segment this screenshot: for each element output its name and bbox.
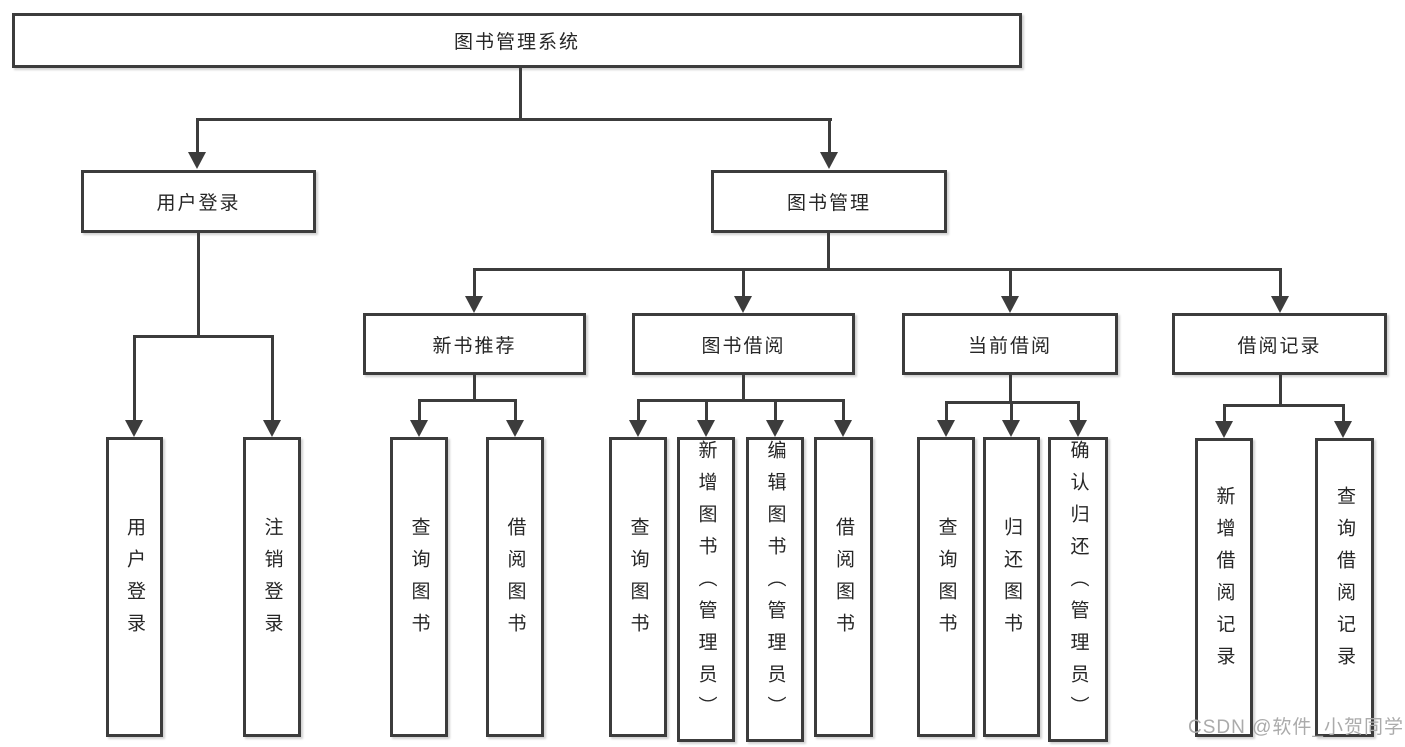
node-library-system: 图书管理系统: [12, 13, 1022, 68]
connector-line: [774, 399, 777, 422]
connector-line: [742, 268, 745, 298]
leaf-label: 编辑图书（管理员）: [764, 439, 786, 728]
connector-line: [473, 268, 1281, 271]
connector-line: [637, 399, 640, 422]
arrow-down-icon: [263, 420, 281, 437]
arrow-down-icon: [937, 420, 955, 437]
connector-line: [519, 67, 522, 120]
leaf-add-book-admin: 新增图书（管理员）: [677, 437, 735, 742]
leaf-borrow-books-recommend: 借阅图书: [486, 437, 544, 737]
connector-line: [637, 399, 845, 402]
connector-line: [514, 399, 517, 422]
arrow-down-icon: [1069, 420, 1087, 437]
arrow-down-icon: [1002, 420, 1020, 437]
connector-line: [827, 233, 830, 271]
connector-line: [271, 335, 274, 421]
node-label: 新书推荐: [432, 335, 517, 357]
leaf-query-books-recommend: 查询图书: [390, 437, 448, 737]
connector-line: [473, 375, 476, 401]
leaf-label: 查询图书: [627, 517, 649, 645]
node-user-login: 用户登录: [81, 170, 316, 233]
connector-line: [473, 268, 476, 298]
node-borrow-record: 借阅记录: [1172, 313, 1387, 375]
leaf-borrow-books: 借阅图书: [814, 437, 873, 737]
leaf-confirm-return-admin: 确认归还（管理员）: [1048, 437, 1108, 742]
leaf-user-login: 用户登录: [106, 437, 163, 737]
connector-line: [1009, 375, 1012, 404]
connector-line: [1279, 375, 1282, 407]
connector-line: [1342, 404, 1345, 422]
arrow-down-icon: [410, 420, 428, 437]
leaf-label: 查询图书: [935, 517, 957, 645]
leaf-label: 确认归还（管理员）: [1067, 439, 1089, 728]
connector-line: [197, 233, 200, 338]
leaf-query-borrow-record: 查询借阅记录: [1315, 438, 1374, 737]
leaf-label: 用户登录: [124, 517, 145, 645]
leaf-return-book: 归还图书: [983, 437, 1040, 737]
leaf-query-books-borrow: 查询图书: [609, 437, 667, 737]
arrow-down-icon: [734, 296, 752, 313]
arrow-down-icon: [1334, 421, 1352, 438]
leaf-label: 借阅图书: [833, 517, 854, 645]
connector-line: [196, 118, 199, 154]
arrow-down-icon: [629, 420, 647, 437]
leaf-query-books-current: 查询图书: [917, 437, 975, 737]
connector-line: [1010, 401, 1013, 422]
connector-line: [1077, 401, 1080, 422]
connector-line: [1223, 404, 1345, 407]
node-book-borrow: 图书借阅: [632, 313, 855, 375]
connector-line: [418, 399, 517, 402]
connector-line: [196, 118, 832, 121]
connector-line: [742, 375, 745, 401]
leaf-logout: 注销登录: [243, 437, 301, 737]
connector-line: [1009, 268, 1012, 298]
connector-line: [842, 399, 845, 422]
node-new-book-recommend: 新书推荐: [363, 313, 586, 375]
node-book-management: 图书管理: [711, 170, 947, 233]
leaf-label: 注销登录: [261, 517, 283, 645]
connector-line: [828, 118, 831, 154]
arrow-down-icon: [188, 152, 206, 169]
arrow-down-icon: [766, 420, 784, 437]
leaf-label: 查询借阅记录: [1334, 485, 1355, 678]
connector-line: [945, 401, 948, 422]
csdn-watermark: CSDN @软件_小贺同学: [1188, 717, 1404, 738]
arrow-down-icon: [125, 420, 143, 437]
arrow-down-icon: [1001, 296, 1019, 313]
leaf-label: 归还图书: [1001, 517, 1022, 645]
node-label: 图书管理: [786, 193, 871, 214]
arrow-down-icon: [506, 420, 524, 437]
connector-line: [133, 335, 274, 338]
arrow-down-icon: [465, 296, 483, 313]
connector-line: [705, 399, 708, 422]
leaf-add-borrow-record: 新增借阅记录: [1195, 438, 1253, 737]
node-label: 图书借阅: [701, 335, 786, 357]
node-label: 图书管理系统: [453, 32, 580, 53]
node-label: 当前借阅: [967, 335, 1052, 357]
connector-line: [1223, 404, 1226, 422]
arrow-down-icon: [1271, 296, 1289, 313]
node-label: 借阅记录: [1237, 335, 1322, 357]
connector-line: [418, 399, 421, 422]
leaf-label: 借阅图书: [504, 517, 526, 645]
arrow-down-icon: [697, 420, 715, 437]
arrow-down-icon: [820, 152, 838, 169]
connector-line: [133, 335, 136, 421]
leaf-edit-book-admin: 编辑图书（管理员）: [746, 437, 804, 742]
arrow-down-icon: [834, 420, 852, 437]
leaf-label: 新增图书（管理员）: [695, 439, 717, 728]
arrow-down-icon: [1215, 421, 1233, 438]
node-current-borrow: 当前借阅: [902, 313, 1118, 375]
connector-line: [1279, 268, 1282, 298]
leaf-label: 新增借阅记录: [1213, 485, 1235, 678]
leaf-label: 查询图书: [408, 517, 430, 645]
node-label: 用户登录: [156, 193, 241, 214]
